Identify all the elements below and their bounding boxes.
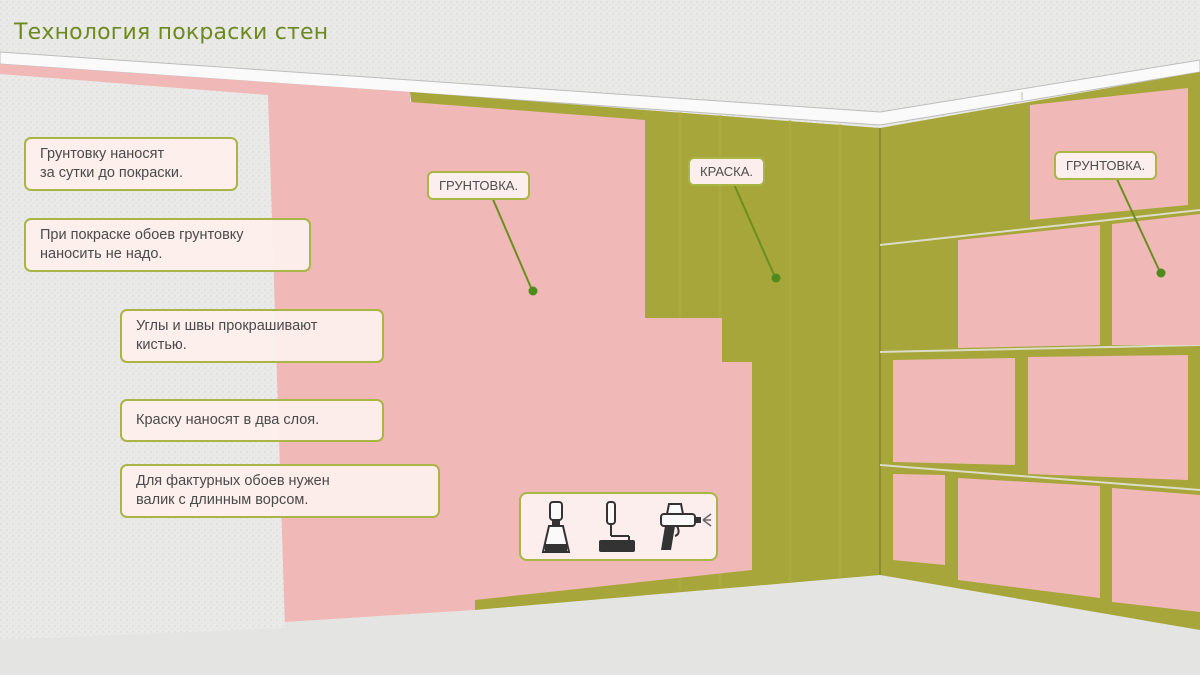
note-line: наносить не надо. bbox=[40, 246, 163, 262]
label-primer-right: ГРУНТОВКА. bbox=[1054, 151, 1158, 180]
pointer-dots bbox=[528, 268, 1166, 296]
primer-panels bbox=[893, 88, 1200, 612]
note-line: Грунтовку наносят bbox=[40, 146, 165, 162]
note-line: Для фактурных обоев нужен bbox=[136, 473, 330, 489]
note-wallpaper-no-primer: При покраске обоев грунтовку наносить не… bbox=[24, 218, 311, 272]
brush-icon bbox=[541, 501, 571, 553]
label-primer-left: ГРУНТОВКА. bbox=[427, 171, 531, 200]
floor bbox=[0, 575, 1200, 675]
note-line: Углы и швы прокрашивают bbox=[136, 318, 318, 334]
roller-icon bbox=[599, 501, 635, 552]
tools-panel bbox=[519, 492, 718, 561]
page-title: Технология покраски стен bbox=[14, 20, 329, 45]
pointer-lines bbox=[491, 176, 1161, 291]
note-corners-brush: Углы и швы прокрашивают кистью. bbox=[120, 309, 384, 363]
panel-seams bbox=[879, 92, 1200, 491]
note-line: за сутки до покраски. bbox=[40, 165, 184, 181]
note-line: Краску наносят в два слоя. bbox=[136, 412, 320, 428]
label-paint: КРАСКА. bbox=[688, 157, 766, 186]
note-line: При покраске обоев грунтовку bbox=[40, 227, 244, 243]
spray-gun-icon bbox=[660, 503, 712, 550]
note-textured-roller: Для фактурных обоев нужен валик с длинны… bbox=[120, 464, 440, 518]
note-two-layers: Краску наносят в два слоя. bbox=[120, 399, 384, 442]
note-primer-timing: Грунтовку наносят за сутки до покраски. bbox=[24, 137, 238, 191]
note-line: валик с длинным ворсом. bbox=[136, 492, 309, 508]
ceiling-cornice bbox=[0, 51, 1200, 126]
note-line: кистью. bbox=[136, 337, 187, 353]
